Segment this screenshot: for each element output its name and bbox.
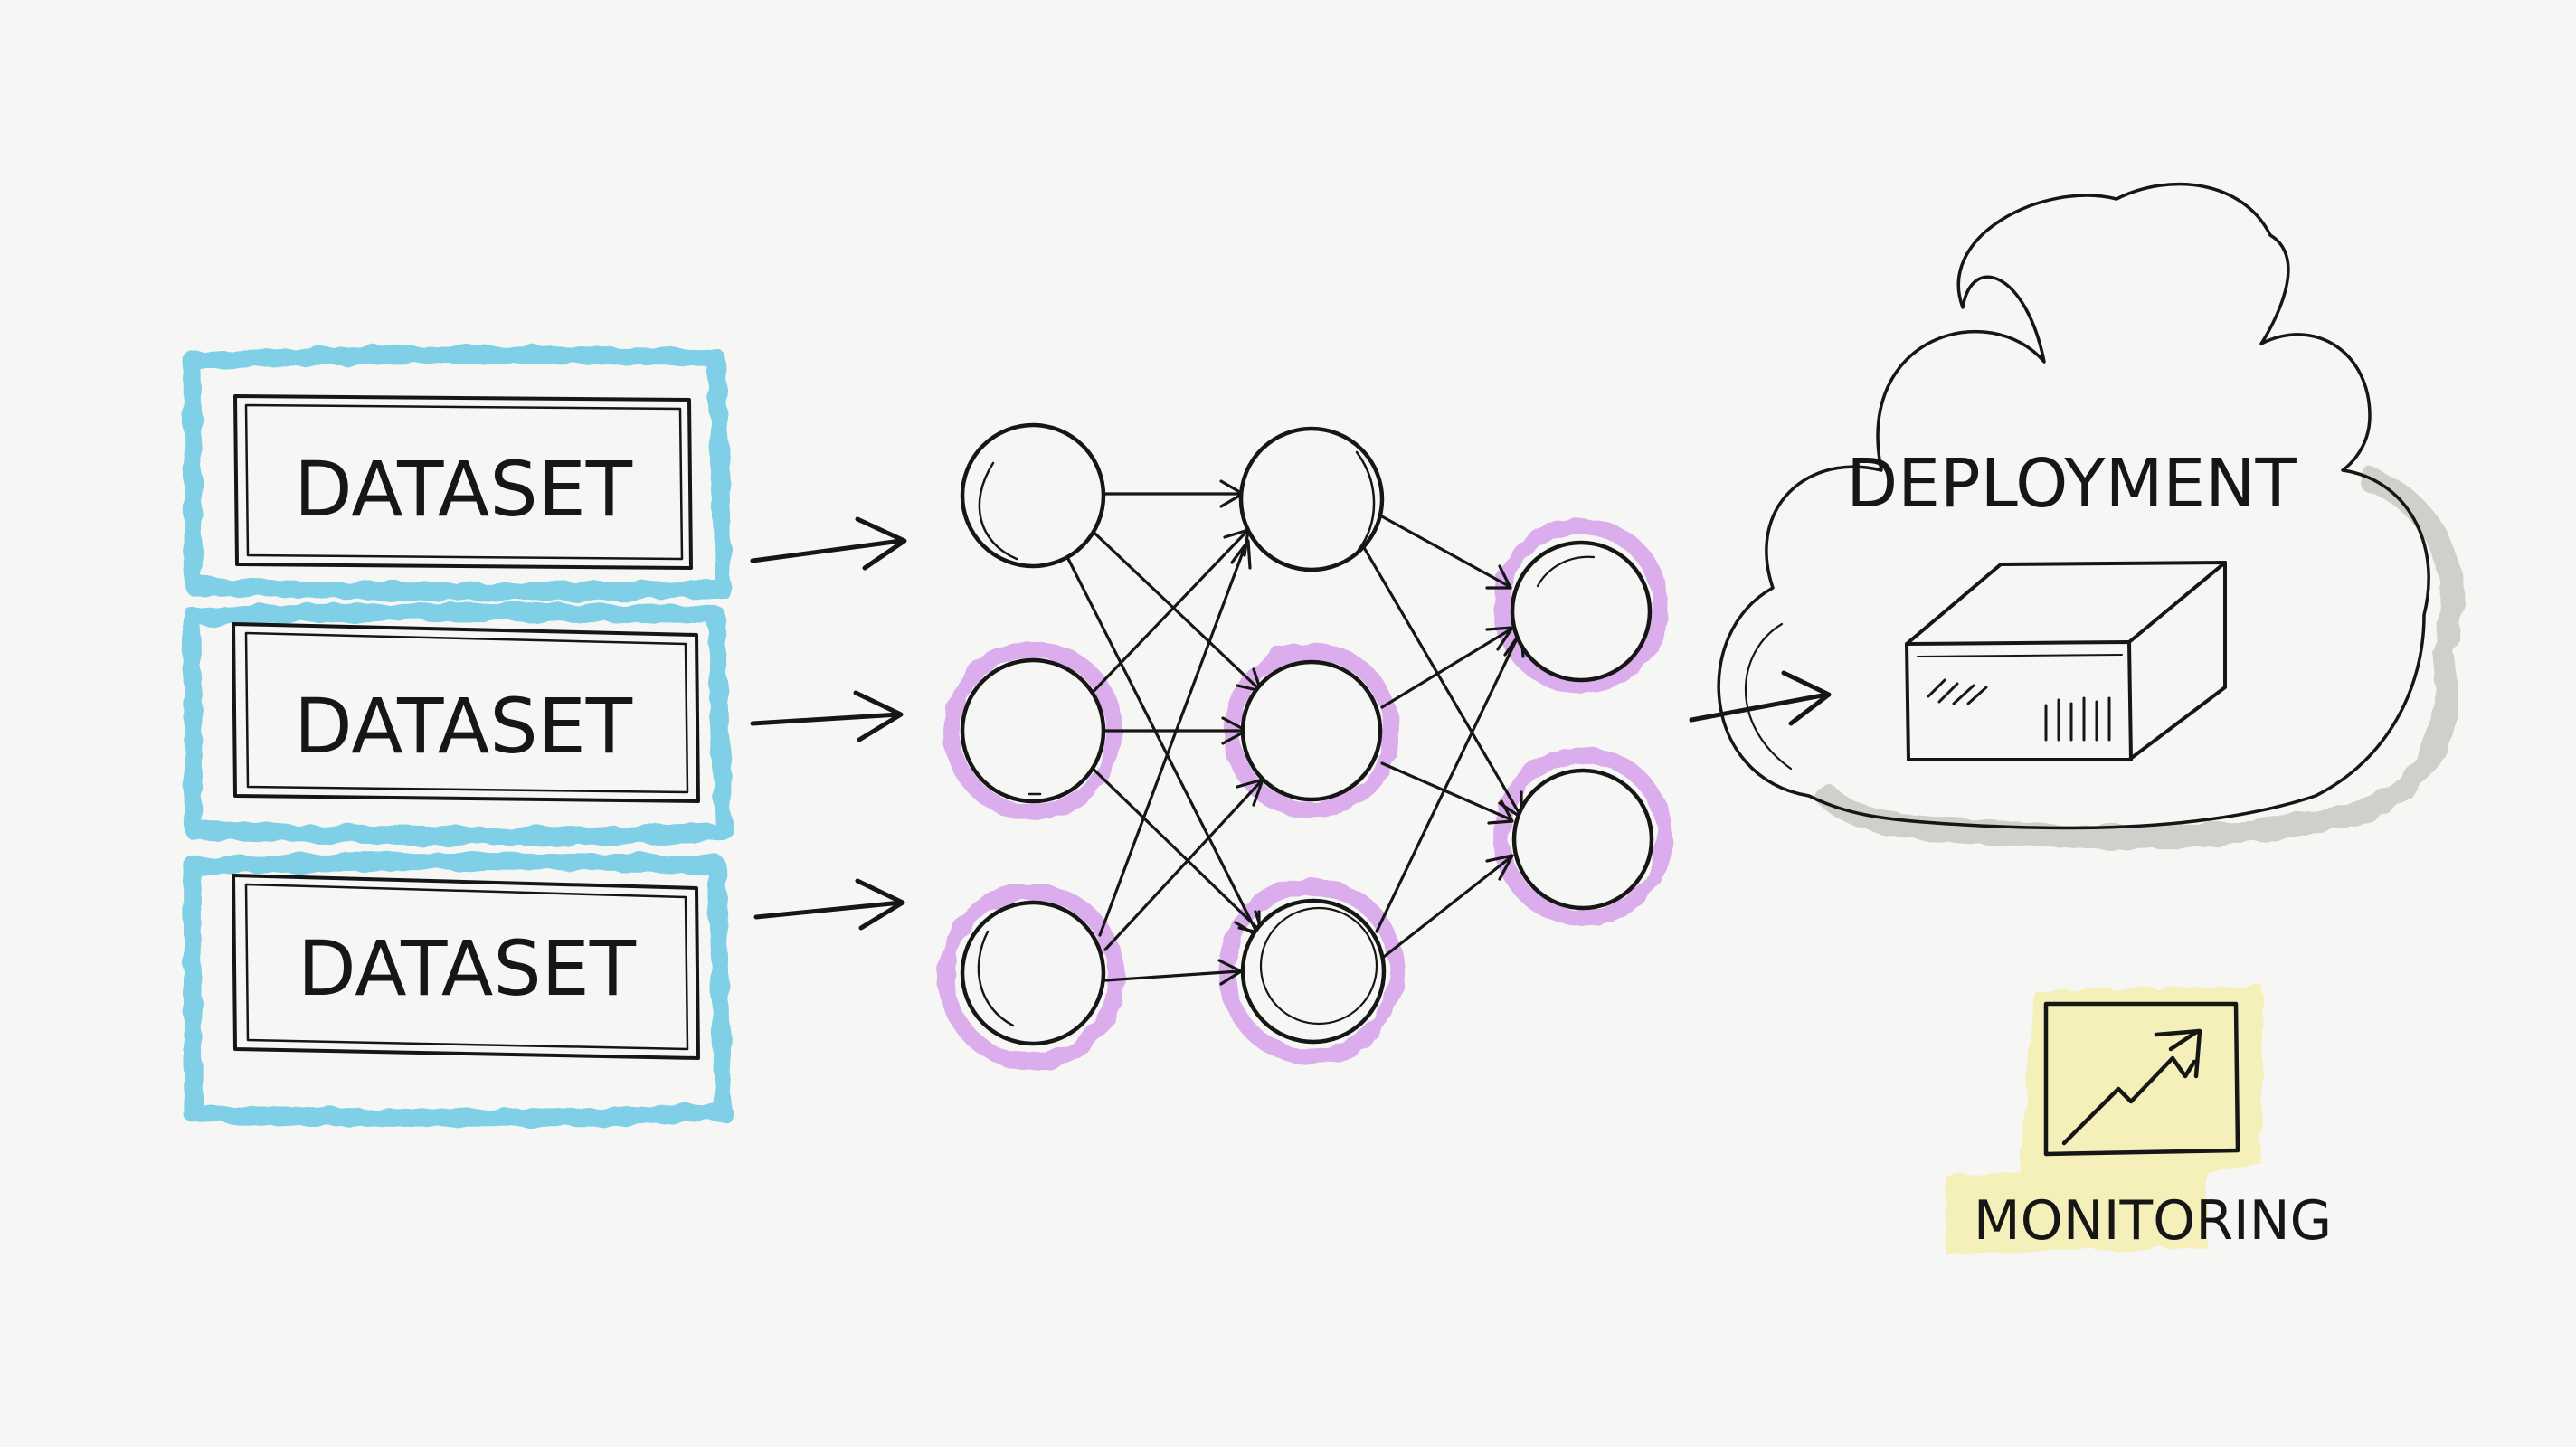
network-node: [1238, 426, 1385, 572]
network-node: [960, 422, 1106, 569]
dataset-highlight: [183, 345, 733, 601]
arrow: [753, 878, 905, 931]
neural-network: [938, 422, 1672, 1070]
deploy-arrow: [1689, 670, 1832, 726]
dataset-box: DATASET: [183, 602, 733, 846]
dataset-frame-inner: [244, 631, 689, 794]
dataset-arrows: [750, 516, 907, 931]
network-node: [960, 900, 1106, 1046]
cloud-outline: [1717, 182, 2430, 830]
network-edges: [1058, 479, 1525, 986]
dataset-group: DATASET DATASET DATASET: [183, 345, 733, 1128]
arrow: [750, 516, 907, 571]
dataset-label: DATASET: [294, 445, 633, 534]
dataset-frame: [232, 622, 700, 803]
network-node: [1240, 659, 1383, 802]
dataset-label: DATASET: [298, 924, 637, 1013]
dataset-highlight: [183, 852, 733, 1128]
network-node: [1511, 768, 1654, 911]
network-nodes: [960, 422, 1654, 1046]
dataset-frame-inner: [244, 883, 689, 1051]
monitoring-label: MONITORING: [1974, 1189, 2332, 1253]
deployment-cloud: DEPLOYMENT: [1717, 182, 2465, 849]
network-node: [1240, 898, 1387, 1045]
dataset-label: DATASET: [294, 682, 633, 771]
trend-chart-icon: [2043, 1001, 2240, 1157]
cloud-shadow: [1815, 468, 2465, 849]
dataset-frame: [233, 394, 693, 570]
dataset-frame-inner: [244, 403, 684, 561]
server-box-icon: [1905, 561, 2227, 761]
network-node: [1510, 540, 1653, 683]
monitoring-group: MONITORING: [1945, 986, 2332, 1253]
dataset-frame: [232, 874, 700, 1060]
dataset-box: DATASET: [183, 345, 733, 601]
monitoring-highlight: [1945, 986, 2263, 1253]
dataset-box: DATASET: [183, 852, 733, 1128]
dataset-highlight: [183, 602, 733, 846]
deployment-label: DEPLOYMENT: [1846, 445, 2297, 523]
arrow: [750, 690, 904, 742]
cloud-inner-line: [1745, 622, 1793, 771]
network-node: [960, 657, 1106, 804]
